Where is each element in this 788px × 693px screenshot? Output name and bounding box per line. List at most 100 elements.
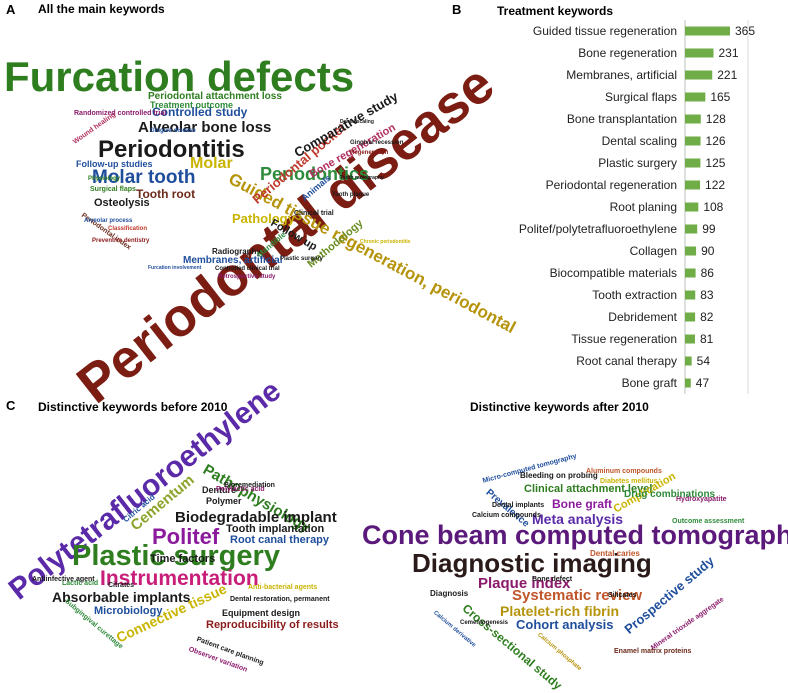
bar-category-label: Politef/polytetrafluoroethylene (519, 222, 677, 236)
cloud-word: Osteolysis (94, 197, 150, 209)
bar-value-label: 81 (700, 332, 714, 346)
main-keyword-cloud: Furcation defects Periodontal disease Pe… (0, 0, 519, 415)
cloud-word: Tooth root (136, 187, 196, 201)
bar (685, 246, 697, 256)
cloud-word: Alveolar process (84, 218, 133, 224)
cloud-word: Bioremediation (224, 482, 275, 489)
cloud-word: Plastic surgery (72, 540, 280, 572)
panel-a-title: All the main keywords (38, 2, 165, 16)
cloud-word: Furcation defects (4, 53, 355, 100)
cloud-word: Chronic periodontitis (360, 239, 411, 245)
cloud-word: Diabetes mellitus (600, 478, 658, 485)
cloud-word: Equipment design (222, 608, 301, 618)
cloud-word: Calcium compounds (472, 512, 541, 519)
cloud-word: Membranes, artificial (183, 255, 283, 266)
bar (685, 290, 696, 300)
bar-category-label: Membranes, artificial (566, 68, 677, 82)
bar-value-label: 122 (705, 178, 725, 192)
bar-value-label: 99 (702, 222, 716, 236)
cloud-word: Diagnosis (430, 589, 469, 598)
bar-value-label: 126 (706, 134, 726, 148)
panel-c-letter: C (6, 398, 16, 413)
cloud-word: Treatment outcome (150, 100, 234, 110)
cloud-word: Silicates (608, 592, 637, 599)
cloud-word: Periodontal attachment loss (148, 91, 282, 102)
cloud-word: Alveolar bone loss (138, 119, 272, 136)
bar-category-label: Tissue regeneration (571, 332, 677, 346)
bar-value-label: 47 (696, 376, 710, 390)
bar-value-label: 365 (735, 24, 755, 38)
cloud-word: Anti-bacterial agents (248, 584, 318, 591)
bar-category-label: Debridement (608, 310, 677, 324)
cloud-word: Dental caries (590, 549, 640, 558)
cloud-word: Follow-up studies (76, 159, 153, 169)
bar (685, 26, 730, 36)
cloud-word: Clinical attachment level (524, 483, 653, 495)
bar (685, 202, 699, 212)
cloud-word: Dental scaling (340, 119, 374, 125)
bar-category-label: Root planing (610, 200, 677, 214)
bar-category-label: Biocompatible materials (550, 266, 677, 280)
cloud-word: Hydroxyapatite (676, 496, 727, 503)
cloud-word: Cementogenesis (460, 620, 509, 626)
cloud-word: Tooth radiography (340, 175, 384, 181)
cloud-word: Systematic review (512, 587, 643, 604)
bar (685, 158, 701, 168)
cloud-word: Molar tooth (92, 167, 196, 188)
cloud-word: Citrates (108, 582, 135, 589)
cloud-word: Microbiology (94, 605, 163, 617)
bar (685, 180, 701, 190)
bar (685, 70, 713, 80)
cloud-word: Tooth plaque (332, 192, 370, 198)
bar-category-label: Periodontal regeneration (546, 178, 677, 192)
bar (685, 268, 696, 278)
bar-value-label: 90 (701, 244, 715, 258)
bar (685, 92, 706, 102)
cloud-word: Bone defect (532, 576, 573, 583)
cloud-word: Periodontics (260, 164, 370, 184)
panel-b-letter: B (452, 2, 462, 17)
bar (685, 48, 714, 58)
cloud-word: Cohort analysis (516, 617, 614, 632)
cloud-word: Cone beam computed tomography (362, 520, 788, 550)
bar-category-label: Dental scaling (602, 134, 677, 148)
cloud-word: Politef (152, 524, 220, 549)
cloud-word: Pathology (232, 211, 295, 226)
cloud-word: Plastic surgery (280, 256, 324, 262)
cloud-word: Dental implants (492, 502, 545, 509)
bar-value-label: 128 (706, 112, 726, 126)
cloud-word: Instrumentation (100, 567, 259, 590)
bar-value-label: 86 (701, 266, 715, 280)
cloud-word: Enamel matrix proteins (614, 648, 692, 655)
bar-category-label: Bone graft (622, 376, 678, 390)
bar-value-label: 82 (700, 310, 714, 324)
cloud-word: Physiology (88, 176, 121, 182)
cloud-word: Absorbable implants (52, 589, 191, 605)
cloud-word: Gingival recession (350, 140, 404, 146)
bar-value-label: 165 (710, 90, 730, 104)
cloud-word: Classification (108, 226, 148, 232)
cloud-word: Platelet-rich fibrin (500, 603, 620, 619)
bar-value-label: 108 (703, 200, 723, 214)
cloud-word: Aluminum compounds (586, 468, 662, 475)
bar (685, 224, 698, 234)
cloud-word: Time factors (150, 553, 216, 565)
bar-category-label: Bone transplantation (567, 112, 677, 126)
cloud-word: Tooth implantation (226, 523, 325, 535)
bar-value-label: 83 (700, 288, 714, 302)
cloud-word: Antiinfective agent (32, 576, 95, 583)
panel-b-title: Treatment keywords (497, 4, 614, 18)
cloud-word: Plaque index (478, 575, 571, 592)
cloud-word: Retrospective study (218, 274, 276, 280)
cloud-word: Furcation involvement (148, 265, 202, 271)
bar-value-label: 231 (718, 46, 738, 60)
cloud-word: Reproducibility of results (206, 619, 339, 631)
cloud-word: Periodontitis (98, 136, 245, 163)
bar-category-label: Surgical flaps (605, 90, 677, 104)
panel-c-after-title: Distinctive keywords after 2010 (470, 400, 649, 414)
before-2010-keyword-cloud: Polytetrafluoroethylene Plastic surgery … (0, 374, 380, 674)
cloud-word: Polylactic acid (216, 486, 265, 493)
bar-category-label: Bone regeneration (578, 46, 677, 60)
bar-category-label: Collagen (630, 244, 677, 258)
